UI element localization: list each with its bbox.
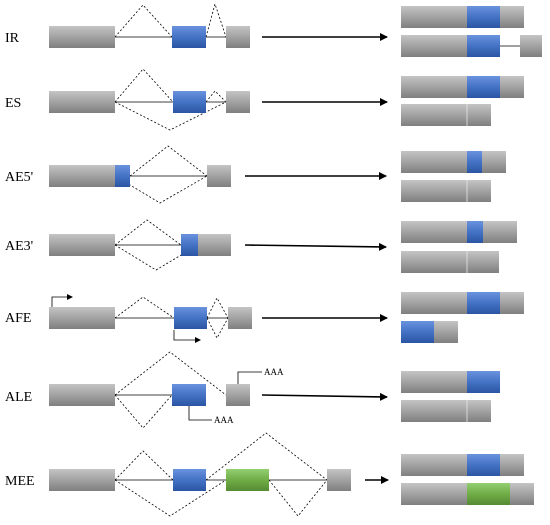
transcript-exon-grey	[483, 221, 517, 243]
splice-junction	[205, 2, 227, 38]
exon-blue	[181, 234, 198, 256]
exon-grey	[49, 234, 115, 256]
transcript-exon-grey	[401, 6, 467, 28]
transcript-exon-grey	[401, 454, 467, 476]
exon-grey	[226, 384, 250, 406]
row-label-ae5: AE5'	[5, 170, 33, 185]
row-es: ES	[5, 68, 524, 131]
row-label-mee: MEE	[5, 474, 35, 489]
transcript-exon-blue	[467, 454, 500, 476]
transcript-exon-grey	[482, 151, 506, 173]
splice-junction	[114, 4, 173, 38]
transcript-exon-grey	[401, 151, 467, 173]
polya-line	[188, 406, 212, 421]
splice-junction	[268, 479, 328, 517]
transcript-exon-blue	[467, 371, 500, 393]
exon-blue	[174, 307, 207, 329]
skip-junction	[114, 101, 227, 131]
exon-blue	[173, 91, 206, 113]
transcript-exon-grey	[401, 180, 467, 202]
transcript-exon-blue	[467, 35, 500, 57]
splice-junction	[129, 145, 208, 177]
polya-line	[237, 371, 262, 384]
transcript-exon-blue	[467, 292, 500, 314]
transcript-exon-grey	[500, 292, 524, 314]
transcript-exon-blue	[467, 76, 500, 98]
exon-blue	[172, 26, 206, 48]
row-ae3: AE3'	[5, 219, 517, 273]
splice-junction	[114, 351, 227, 396]
exon-green	[226, 469, 269, 491]
transcript-exon-grey	[401, 400, 467, 422]
transcript-exon-grey	[467, 180, 491, 202]
row-label-es: ES	[5, 96, 21, 111]
splice-junction	[114, 296, 175, 319]
row-ae5: AE5'	[5, 145, 506, 204]
row-label-ae3: AE3'	[5, 239, 33, 254]
exon-grey	[226, 26, 250, 48]
splice-junction	[205, 432, 328, 481]
exon-grey	[226, 91, 250, 113]
row-label-afe: AFE	[5, 311, 31, 326]
exon-grey	[49, 165, 115, 187]
transcript-exon-grey	[401, 251, 467, 273]
transcript-exon-grey	[467, 104, 491, 126]
transcript-exon-grey	[401, 371, 467, 393]
exon-grey	[327, 469, 351, 491]
row-afe: AFE	[5, 292, 524, 343]
splice-junction	[114, 68, 174, 103]
transcript-exon-blue	[467, 221, 483, 243]
transcript-exon-blue	[467, 6, 500, 28]
transcript-exon-grey	[401, 483, 467, 505]
row-label-ale: ALE	[5, 390, 32, 405]
transcript-exon-grey	[520, 35, 542, 57]
exon-grey	[49, 91, 115, 113]
transcript-exon-grey	[401, 221, 467, 243]
tss-arrow	[173, 330, 201, 343]
tss-arrow	[51, 294, 73, 307]
transcript-exon-grey	[401, 104, 467, 126]
exon-grey	[207, 165, 231, 187]
transcript-exon-grey	[401, 76, 467, 98]
splice-junction	[114, 479, 227, 517]
row-ale: ALE AAA AAA	[5, 351, 500, 429]
transcript-exon-grey	[467, 251, 499, 273]
exon-grey	[198, 234, 231, 256]
transcript-exon-blue	[467, 151, 482, 173]
transcript-exon-grey	[401, 292, 467, 314]
row-ir: IR	[5, 2, 542, 57]
splice-junction	[205, 90, 227, 103]
transcript-exon-grey	[500, 6, 524, 28]
polya-label: AAA	[214, 415, 234, 425]
splice-junction	[114, 219, 182, 246]
exon-grey	[49, 26, 115, 48]
splice-junction	[114, 394, 173, 429]
exon-grey	[49, 384, 115, 406]
row-mee: MEE	[5, 432, 534, 517]
arrow	[244, 242, 387, 251]
polya-label: AAA	[264, 367, 284, 377]
transcript-exon-grey	[510, 483, 534, 505]
transcript-exon-grey	[434, 321, 458, 343]
exon-grey	[49, 307, 115, 329]
transcript-exon-grey	[500, 454, 524, 476]
splice-junction	[114, 450, 174, 481]
exon-blue	[172, 384, 206, 406]
exon-grey	[228, 307, 252, 329]
exon-blue	[173, 469, 206, 491]
transcript-exon-green	[467, 483, 510, 505]
arrow	[261, 392, 388, 401]
transcript-exon-grey	[500, 76, 524, 98]
exon-blue	[115, 165, 130, 187]
splice-junction	[206, 317, 229, 339]
transcript-exon-grey	[401, 35, 467, 57]
transcript-exon-grey	[467, 400, 491, 422]
row-label-ir: IR	[5, 31, 20, 46]
transcript-exon-blue	[401, 321, 434, 343]
exon-grey	[49, 469, 115, 491]
splice-junction	[206, 297, 229, 319]
